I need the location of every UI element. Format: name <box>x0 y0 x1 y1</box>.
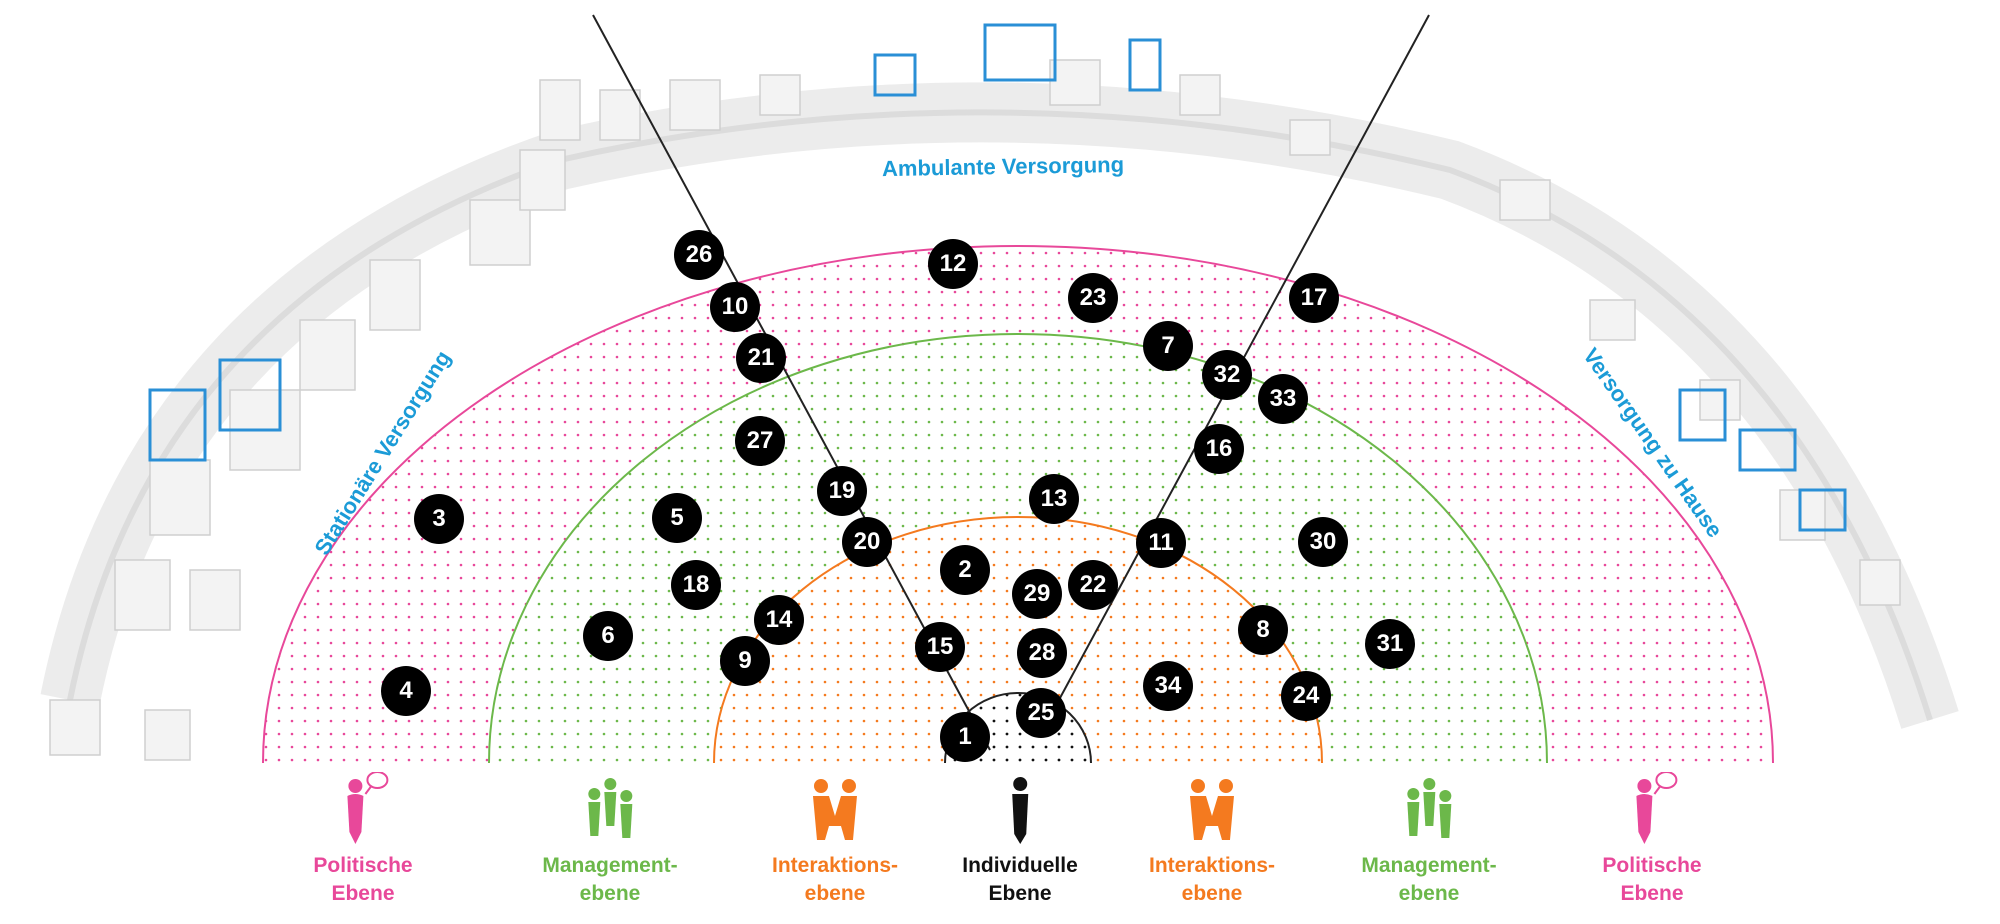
level-label-line2: ebene <box>1398 882 1460 905</box>
zone-label-ambulant: Ambulante Versorgung <box>881 151 1125 182</box>
group-icon <box>1406 778 1451 838</box>
group-icon <box>587 778 632 838</box>
marker-21: 21 <box>736 333 786 383</box>
level-legend-item: Management-ebene <box>542 772 678 908</box>
marker-12: 12 <box>928 239 978 289</box>
marker-3: 3 <box>414 494 464 544</box>
marker-1: 1 <box>940 712 990 762</box>
marker-18: 18 <box>671 560 721 610</box>
marker-20: 20 <box>842 517 892 567</box>
marker-28: 28 <box>1017 628 1067 678</box>
marker-7: 7 <box>1143 321 1193 371</box>
level-label-line1: Interaktions- <box>1148 854 1276 877</box>
pink-ring-arc <box>262 245 1774 764</box>
marker-24: 24 <box>1281 671 1331 721</box>
level-label-line2: Ebene <box>331 882 395 905</box>
level-legend-item: Interaktions-ebene <box>772 772 898 908</box>
marker-2: 2 <box>940 545 990 595</box>
marker-13: 13 <box>1029 474 1079 524</box>
level-label-line1: Management- <box>1361 854 1497 877</box>
landscape <box>40 23 1959 761</box>
level-legend-item: Management-ebene <box>1361 772 1497 908</box>
person-icon <box>1012 777 1028 844</box>
level-label-line1: Politische <box>1602 854 1702 877</box>
marker-15: 15 <box>915 622 965 672</box>
marker-27: 27 <box>735 416 785 466</box>
marker-33: 33 <box>1258 374 1308 424</box>
handshake-icon <box>1190 779 1234 840</box>
level-label-line2: ebene <box>579 882 641 905</box>
marker-32: 32 <box>1202 350 1252 400</box>
marker-17: 17 <box>1289 273 1339 323</box>
marker-31: 31 <box>1365 619 1415 669</box>
level-rings <box>262 245 1774 764</box>
level-label-line2: ebene <box>804 882 866 905</box>
handshake-icon <box>813 779 857 840</box>
marker-16: 16 <box>1194 424 1244 474</box>
person-speech-icon <box>1635 772 1677 844</box>
level-label-line1: Management- <box>542 854 678 877</box>
marker-5: 5 <box>652 493 702 543</box>
level-legend-item: Interaktions-ebene <box>1149 772 1275 908</box>
marker-8: 8 <box>1238 605 1288 655</box>
marker-10: 10 <box>710 282 760 332</box>
marker-11: 11 <box>1136 518 1186 568</box>
marker-26: 26 <box>674 230 724 280</box>
marker-23: 23 <box>1068 273 1118 323</box>
marker-22: 22 <box>1068 560 1118 610</box>
green-ring-arc <box>488 333 1548 764</box>
marker-4: 4 <box>381 666 431 716</box>
marker-29: 29 <box>1012 569 1062 619</box>
marker-19: 19 <box>817 466 867 516</box>
level-label-line2: ebene <box>1181 882 1243 905</box>
marker-9: 9 <box>720 636 770 686</box>
marker-6: 6 <box>583 611 633 661</box>
marker-14: 14 <box>754 595 804 645</box>
level-label-line1: Politische <box>313 854 413 877</box>
person-speech-icon <box>346 772 388 844</box>
marker-30: 30 <box>1298 517 1348 567</box>
level-label-line2: Ebene <box>988 882 1052 905</box>
marker-25: 25 <box>1016 688 1066 738</box>
level-label-line1: Individuelle <box>962 854 1078 877</box>
level-label-line2: Ebene <box>1620 882 1684 905</box>
level-label-line1: Interaktions- <box>771 854 899 877</box>
marker-34: 34 <box>1143 661 1193 711</box>
